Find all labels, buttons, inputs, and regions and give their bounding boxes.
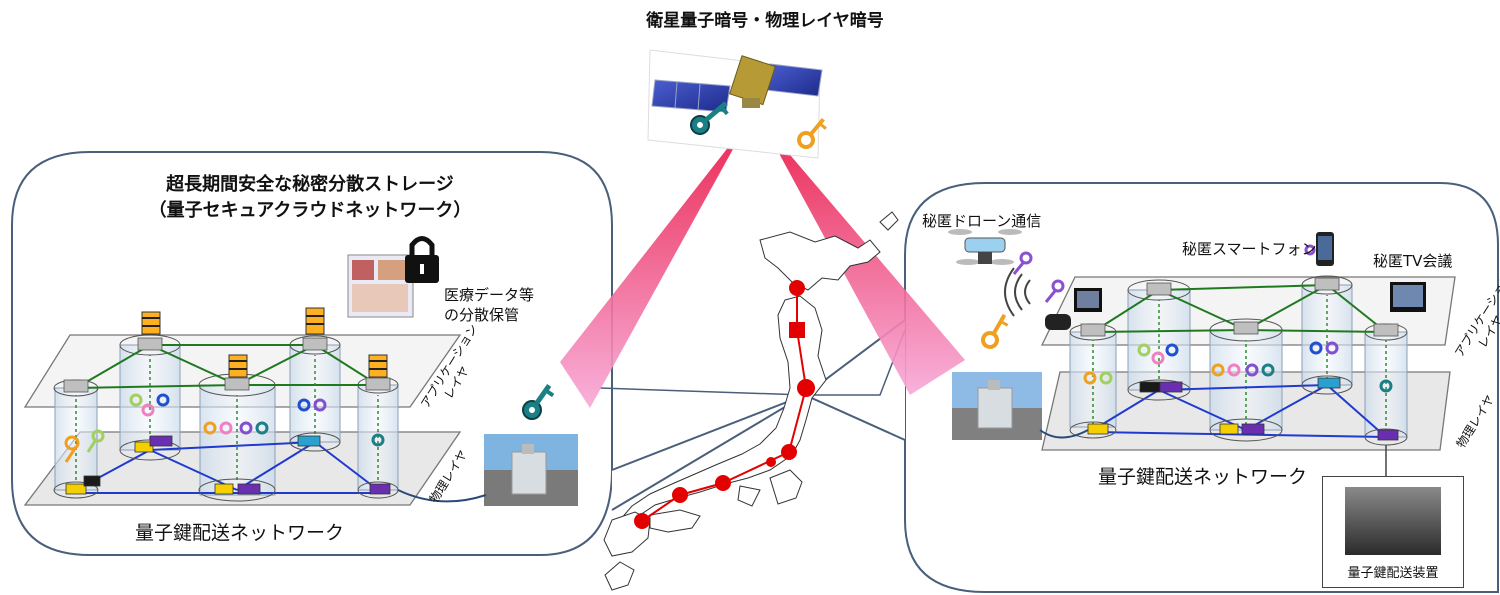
medical-data-label-line2: の分散保管 xyxy=(444,306,520,324)
wireless-signal-icon xyxy=(1004,267,1031,317)
key-orange-icon-satellite xyxy=(797,118,827,149)
ground-station-photo-left xyxy=(484,434,578,506)
medical-data-image xyxy=(347,254,414,318)
left-panel-frame xyxy=(11,151,613,556)
left-panel-title-line2: （量子セキュアクラウドネットワーク） xyxy=(148,200,472,221)
beam-left xyxy=(560,122,748,408)
smartphone-label: 秘匿スマートフォン xyxy=(1182,240,1317,258)
right-network xyxy=(948,229,1456,476)
medical-data-label-line1: 医療データ等 xyxy=(444,286,535,304)
qkd-device-photo xyxy=(1345,487,1441,555)
key-orange-icon-right xyxy=(981,313,1009,349)
smartphone-icon xyxy=(1316,232,1334,266)
red-node-chain xyxy=(634,280,815,529)
left-panel-title-line1: 超長期間安全な秘密分散ストレージ xyxy=(166,174,454,195)
game-controller-icon xyxy=(1045,314,1071,330)
key-icons-right xyxy=(1083,341,1393,393)
lock-icon xyxy=(405,236,439,283)
satellite-image xyxy=(647,49,823,159)
ground-station-photo-right xyxy=(952,372,1042,440)
drone-label: 秘匿ドローン通信 xyxy=(922,212,1042,230)
qkd-device-label: 量子鍵配送装置 xyxy=(1347,566,1439,581)
tv-conference-monitor-icon-1 xyxy=(1074,288,1102,312)
top-title: 衛星量子暗号・物理レイヤ暗号 xyxy=(646,11,884,31)
tv-conference-monitor-icon-2 xyxy=(1390,282,1426,312)
qkd-device-box: 量子鍵配送装置 xyxy=(1322,476,1464,588)
left-network xyxy=(23,236,578,506)
qkd-devices-right xyxy=(1087,377,1399,441)
key-teal-icon-satellite xyxy=(690,101,729,135)
right-network-label: 量子鍵配送ネットワーク xyxy=(1098,466,1308,488)
right-panel-frame xyxy=(904,182,1499,593)
medical-data-label: 医療データ等 の分散保管 xyxy=(444,285,534,325)
left-network-label: 量子鍵配送ネットワーク xyxy=(135,522,345,544)
key-icons-left xyxy=(64,393,385,463)
key-teal-icon-left xyxy=(522,383,555,420)
storage-stacks-left xyxy=(141,307,388,378)
tv-conference-label: 秘匿TV会議 xyxy=(1373,252,1453,270)
left-panel-title: 超長期間安全な秘密分散ストレージ （量子セキュアクラウドネットワーク） xyxy=(60,172,560,224)
qkd-devices-left xyxy=(65,435,391,495)
drone-icon xyxy=(948,229,1022,265)
